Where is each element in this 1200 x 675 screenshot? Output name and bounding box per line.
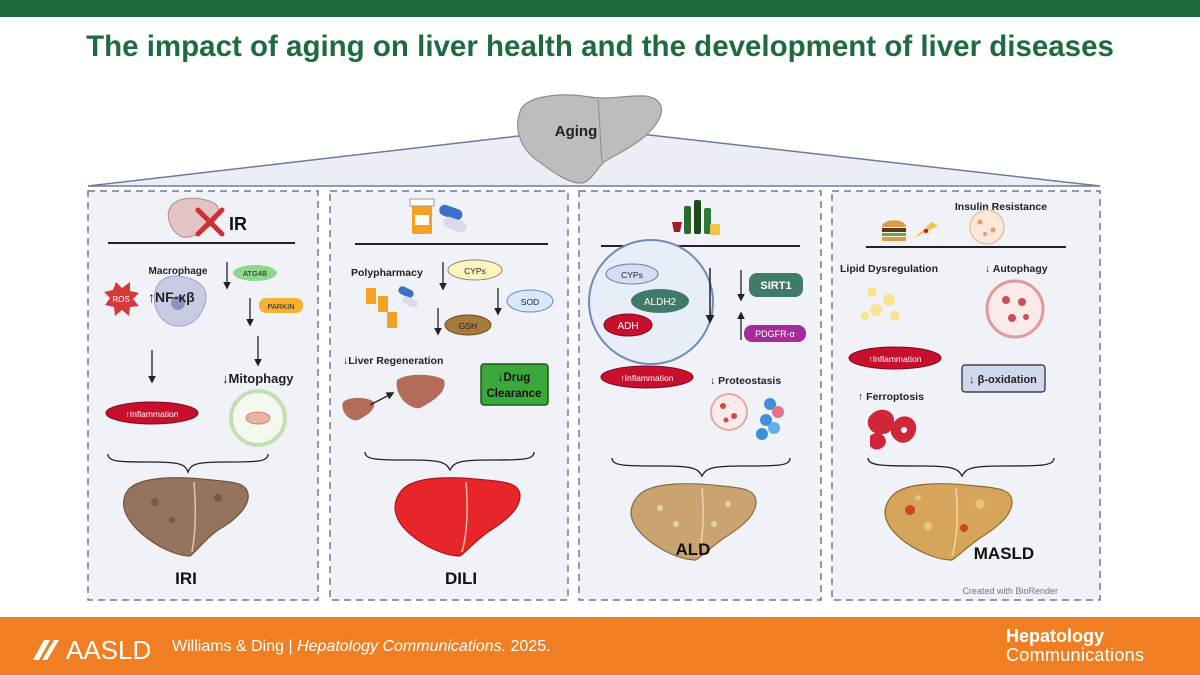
drug-clearance-label-1: ↓Drug: [498, 372, 531, 384]
biorender-credit: Created with BioRender: [962, 586, 1058, 596]
aasld-logo: AASLD: [30, 635, 151, 665]
mitochondria-icon: [229, 389, 287, 447]
polypharmacy-bottles-icon: [366, 286, 418, 328]
alcohol-bottles-icon: [672, 200, 720, 235]
citation-authors: Williams & Ding: [172, 638, 285, 655]
masld-inflammation-pill: [848, 346, 942, 370]
iri-disease-label: IRI: [175, 569, 197, 588]
aldh2-pill: [631, 289, 689, 313]
dili-cyps-label: CYPs: [464, 266, 486, 276]
diagram: Aging IR ROS Macrophage ↑NF-κβ ATG4B PAR…: [87, 94, 1101, 601]
masld-disease-label: MASLD: [974, 544, 1034, 563]
parkin-pill: [259, 298, 303, 313]
protein-aggregate-icon: [756, 398, 784, 440]
polypharmacy-label: Polypharmacy: [351, 267, 423, 279]
regenerated-liver-icon: [396, 374, 445, 409]
top-accent-bar: [0, 0, 1200, 17]
lipid-dysregulation-label: Lipid Dysregulation: [840, 263, 938, 275]
autophagy-cell-icon: [985, 279, 1045, 339]
ald-brace: [611, 457, 791, 478]
ald-liver-icon: [630, 483, 757, 561]
journal-brand: Hepatology Communications: [1006, 627, 1144, 665]
sirt1-box: [749, 273, 803, 297]
ald-disease-label: ALD: [676, 540, 711, 559]
insulin-resistance-label: Insulin Resistance: [955, 201, 1047, 213]
burger-icon: [882, 220, 906, 241]
journal-brand-line1: Hepatology: [1006, 626, 1105, 646]
aasld-logo-icon: [33, 640, 59, 660]
pdgfr-label: PDGFR-α: [755, 329, 795, 339]
drug-clearance-label-2: Clearance: [487, 388, 542, 400]
proteostasis-cell-icon: [710, 393, 748, 431]
masld-brace: [867, 457, 1055, 478]
pdgfr-pill: [744, 325, 806, 342]
atg4b-label: ATG4B: [243, 269, 267, 278]
iri-header: IR: [229, 214, 247, 234]
citation-journal: Hepatology Communications.: [297, 638, 507, 655]
lipid-droplets-icon: [861, 287, 900, 321]
page-title: The impact of aging on liver health and …: [86, 30, 1114, 63]
dili-cyps-pill: [447, 259, 503, 281]
aging-liver-icon: [517, 94, 662, 184]
beta-oxidation-box: [961, 364, 1046, 393]
ferroptosis-label: ↑ Ferroptosis: [858, 391, 924, 403]
macrophage-label: Macrophage: [149, 266, 208, 277]
macrophage-icon: [153, 275, 207, 327]
citation: Williams & Ding | Hepatology Communicati…: [172, 638, 551, 656]
ald-cyps-label: CYPs: [621, 270, 643, 280]
sod-label: SOD: [521, 297, 539, 307]
small-liver-icon: [342, 397, 375, 421]
ferroptosis-cells-icon: [867, 409, 917, 450]
parkin-label: PARKIN: [267, 302, 294, 311]
gsh-label: GSH: [459, 321, 477, 331]
dili-disease-label: DILI: [445, 569, 477, 588]
iri-inflammation-label: ↑Inflammation: [126, 409, 179, 419]
gsh-pill: [444, 314, 492, 336]
masld-inflammation-label: ↑Inflammation: [869, 354, 922, 364]
adh-label: ADH: [617, 321, 638, 332]
sod-pill: [506, 289, 554, 313]
atg4b-pill: [233, 265, 277, 281]
aasld-logo-text: AASLD: [66, 634, 152, 665]
citation-year: 2025.: [510, 638, 551, 655]
sirt1-label: SIRT1: [760, 280, 791, 292]
liver-regeneration-label: ↓Liver Regeneration: [343, 355, 443, 367]
footer-bar: [0, 617, 1200, 675]
iri-inflammation-pill: [105, 401, 199, 425]
drug-clearance-box: [480, 363, 549, 406]
mitophagy-label: ↓Mitophagy: [222, 371, 294, 386]
nfkb-label: ↑NF-κβ: [148, 289, 195, 305]
citation-separator: |: [288, 638, 293, 655]
adh-pill: [603, 313, 653, 337]
beta-oxidation-label: ↓ β-oxidation: [969, 374, 1037, 386]
pill-bottle-icon: [409, 198, 435, 234]
dili-brace: [364, 451, 535, 472]
iri-liver-icon: [123, 477, 249, 557]
ir-liver-icon: [167, 197, 225, 238]
insulin-cell-icon: [969, 209, 1005, 245]
aldh2-label: ALDH2: [644, 297, 677, 308]
capsules-icon: [439, 204, 467, 233]
arrow-regeneration: [369, 392, 395, 406]
ald-inflammation-pill: [600, 365, 694, 389]
dili-liver-icon: [394, 477, 521, 557]
iri-brace: [107, 453, 269, 474]
masld-liver-icon: [884, 483, 1013, 561]
ald-cyps-pill: [605, 263, 659, 285]
proteostasis-label: ↓ Proteostasis: [710, 375, 781, 387]
pizza-icon: [914, 222, 938, 238]
journal-brand-line2: Communications: [1006, 645, 1145, 665]
masld-autophagy-label: ↓ Autophagy: [985, 263, 1048, 275]
ald-inflammation-label: ↑Inflammation: [621, 373, 674, 383]
aging-label: Aging: [555, 123, 598, 140]
ros-label: ROS: [112, 295, 129, 304]
ros-icon: [104, 282, 139, 316]
